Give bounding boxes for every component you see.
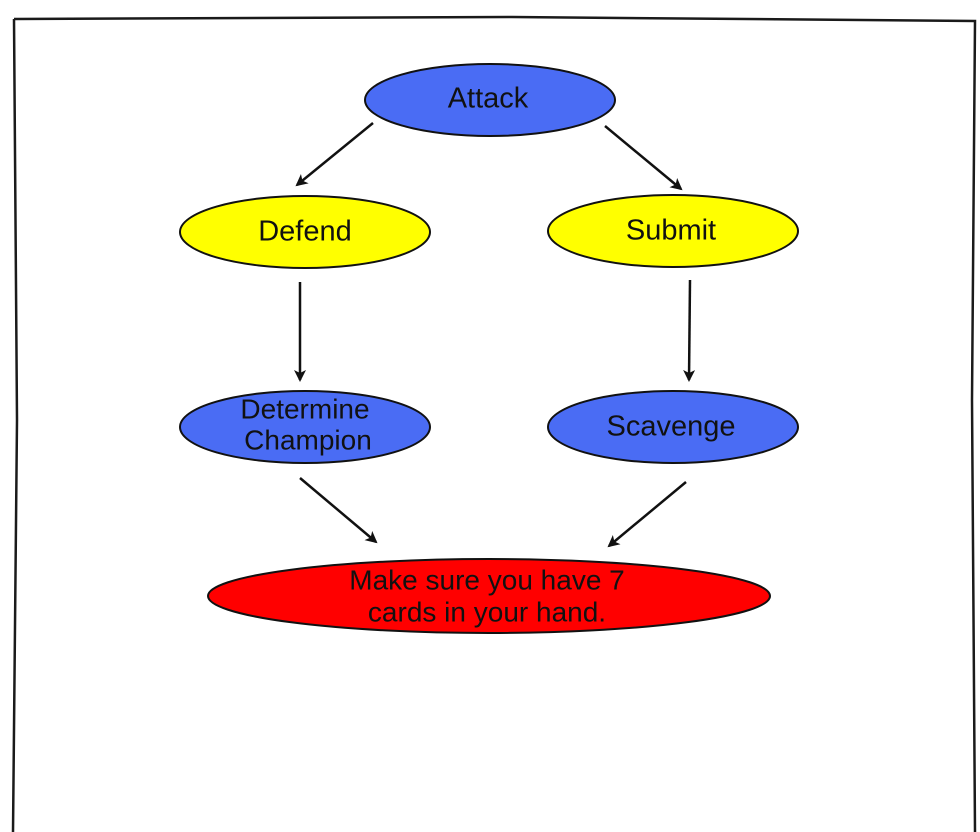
page-frame: [11, 15, 977, 832]
node-determine-champion-shape: [179, 390, 431, 464]
node-defend: Defend: [179, 195, 431, 269]
node-submit-label: Submit: [626, 215, 716, 247]
node-submit-shape: [547, 194, 799, 268]
node-hand-check: Make sure you have 7 cards in your hand.: [207, 558, 771, 634]
edge-scavenge-to-hand-check: [607, 481, 687, 548]
node-defend-shape: [179, 195, 431, 269]
node-scavenge: Scavenge: [547, 390, 799, 464]
node-attack-label: Attack: [448, 83, 529, 115]
edge-attack-to-submit: [604, 125, 683, 191]
node-determine-champion: Determine Champion: [179, 390, 431, 464]
node-attack-shape: [364, 63, 616, 137]
edge-determine-champion-to-hand-check: [299, 477, 378, 544]
node-scavenge-shape: [547, 390, 799, 464]
edge-submit-to-scavenge: [683, 279, 696, 382]
node-attack: Attack: [364, 63, 616, 137]
node-determine-champion-label-line-1: Determine: [240, 393, 369, 424]
node-scavenge-label: Scavenge: [607, 411, 736, 443]
node-hand-check-label-line-1: Make sure you have 7: [349, 564, 625, 595]
node-submit: Submit: [547, 194, 799, 268]
node-defend-label: Defend: [258, 216, 352, 248]
node-hand-check-shape: [207, 558, 771, 634]
edge-attack-to-defend: [295, 122, 374, 187]
node-determine-champion-label-line-2: Champion: [244, 424, 372, 455]
node-hand-check-label-line-2: cards in your hand.: [368, 596, 606, 627]
